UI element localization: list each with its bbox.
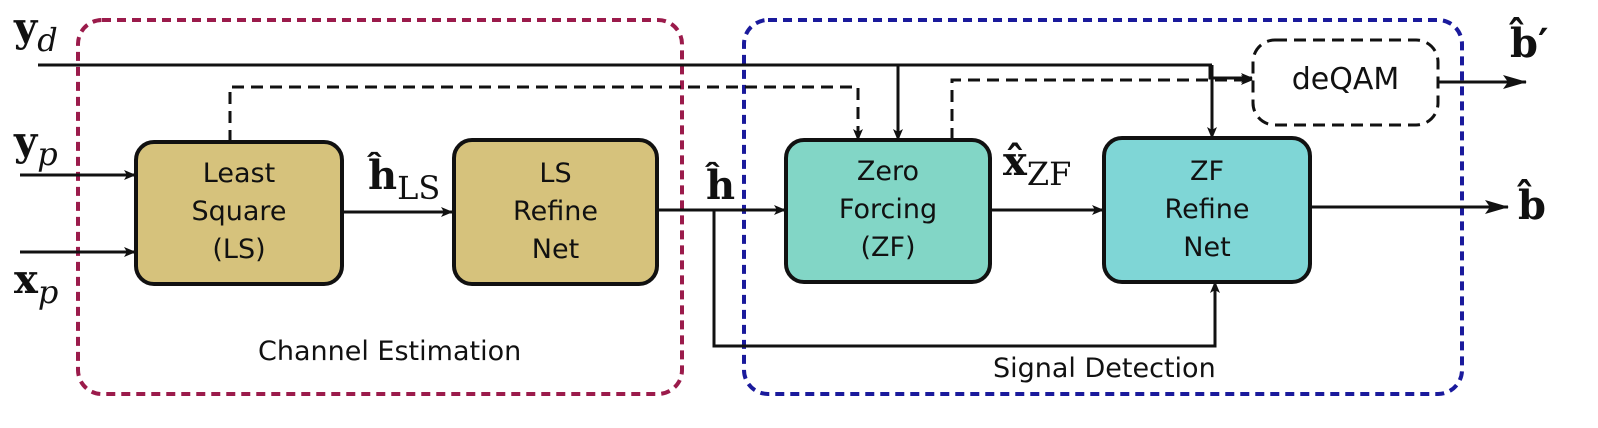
- zf-line-2: Forcing: [838, 194, 938, 225]
- zf-refine-block: [1102, 136, 1312, 284]
- ls-line-2: Square: [191, 196, 287, 227]
- zf-block: [784, 138, 992, 284]
- deqam-label: deQAM: [1291, 62, 1400, 97]
- zf-line-3: (ZF): [860, 232, 916, 263]
- signal-detection-label: Signal Detection: [993, 353, 1216, 384]
- yd-signal-label: yd: [14, 4, 58, 59]
- h-ls-signal-label: ĥLS: [368, 152, 441, 207]
- zf-refine-line-1: ZF: [1189, 156, 1225, 187]
- xp-signal-label: xp: [14, 256, 59, 311]
- ls-refine-line-3: Net: [531, 234, 580, 265]
- h-hat-signal-label: ĥ: [706, 162, 736, 209]
- deqam-block: [1251, 38, 1440, 127]
- ls-line-1: Least: [202, 158, 276, 189]
- zf-to-deqam-dashed-arrow: [950, 75, 1253, 140]
- zf-block-label: Zero Forcing (ZF): [786, 153, 990, 267]
- b-hat-signal-label: b̂: [1518, 182, 1546, 229]
- ls-block-label: Least Square (LS): [136, 155, 342, 269]
- ls-to-zf-dashed-arrow: [228, 85, 863, 142]
- ls-block: [134, 140, 344, 286]
- yp-signal-label: yp: [14, 118, 58, 173]
- zf-refine-line-2: Refine: [1164, 194, 1250, 225]
- h-hat-branch-arrow: [712, 210, 1220, 348]
- ls-refine-block-label: LS Refine Net: [454, 155, 657, 269]
- ls-refine-line-1: LS: [539, 158, 572, 189]
- channel-estimation-group: [76, 18, 684, 396]
- yd-to-deqam-arrow: [1208, 65, 1253, 83]
- zf-refine-block-label: ZF Refine Net: [1104, 153, 1310, 267]
- x-zf-signal-label: x̂ZF: [1003, 138, 1072, 193]
- ls-line-3: (LS): [212, 234, 266, 265]
- b-hat-prime-signal-label: b̂′: [1510, 20, 1549, 67]
- zf-line-1: Zero: [856, 156, 920, 187]
- ls-refine-line-2: Refine: [513, 196, 598, 227]
- ls-refine-block: [452, 138, 659, 286]
- zf-refine-line-3: Net: [1183, 232, 1231, 263]
- channel-estimation-label: Channel Estimation: [258, 336, 522, 367]
